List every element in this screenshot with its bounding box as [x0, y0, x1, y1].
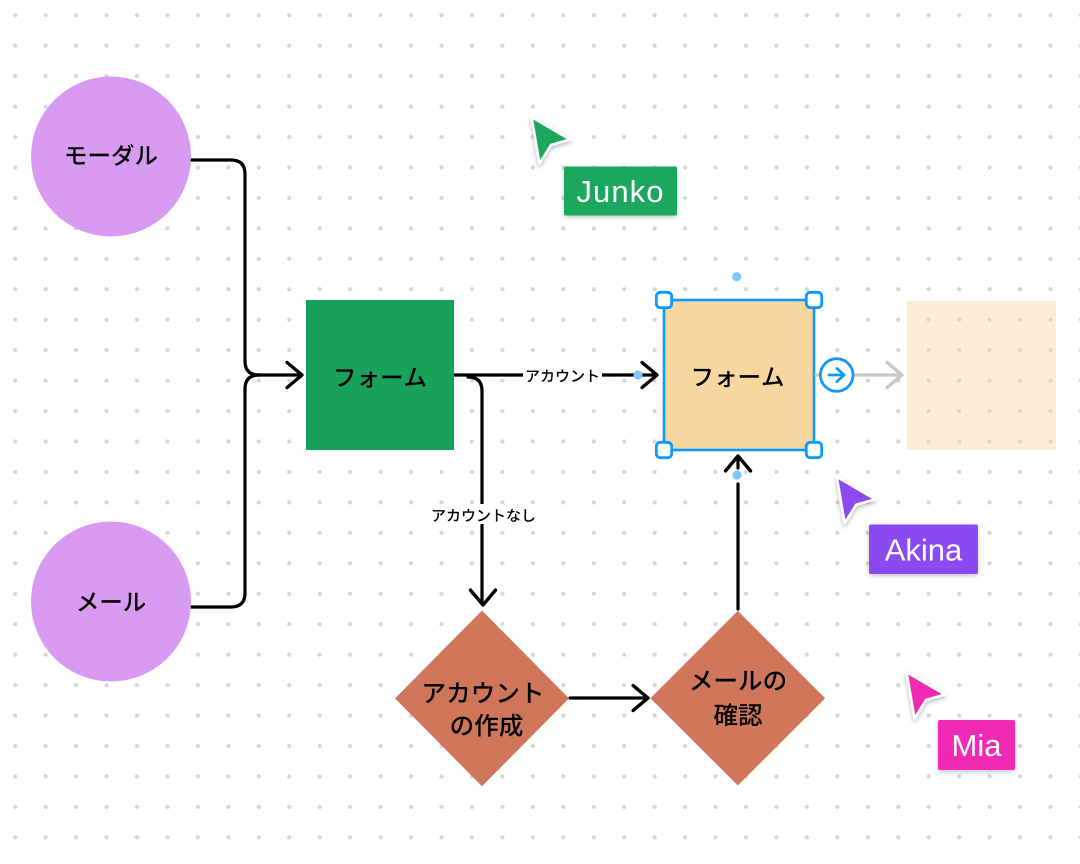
svg-text:Mia: Mia — [952, 728, 1003, 763]
svg-text:Akina: Akina — [885, 532, 963, 567]
svg-text:Junko: Junko — [576, 174, 664, 209]
